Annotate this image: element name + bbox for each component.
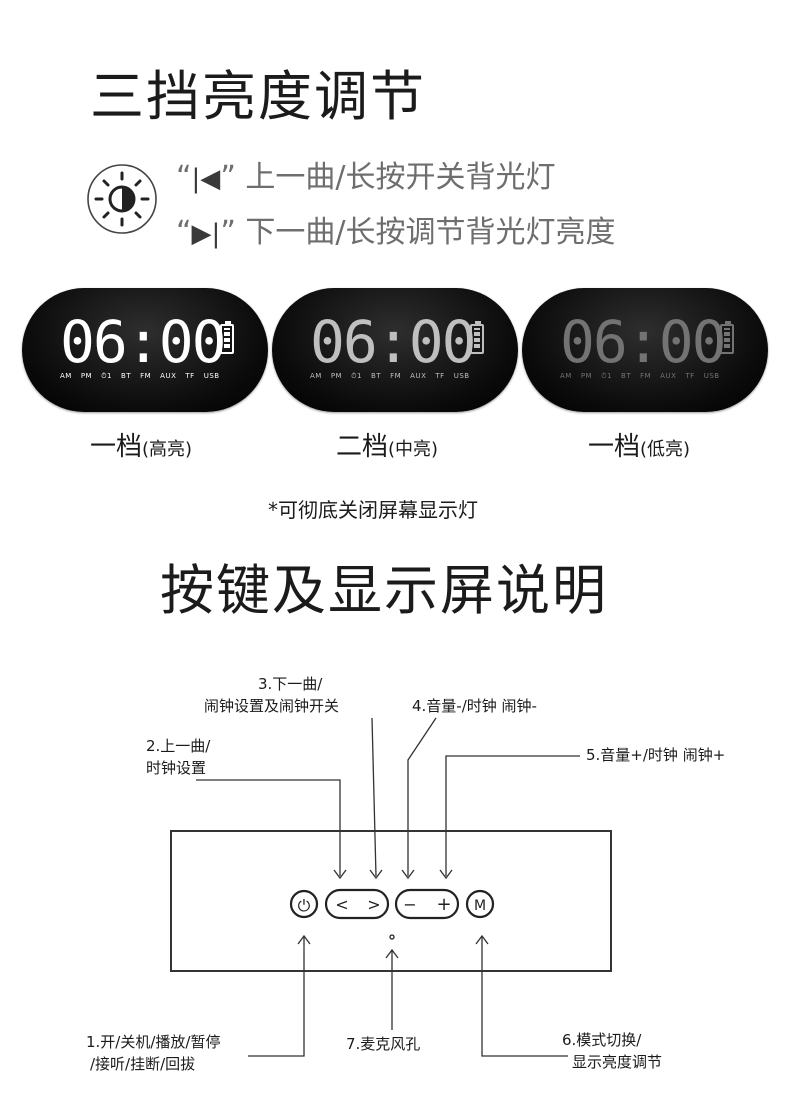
indicator-label: BT [621, 372, 632, 380]
display-high: 06:00 AM PM ⏱1 BT FM AUX TF USB [22, 288, 268, 412]
label-prev-1: 2.上一曲/ [146, 737, 211, 755]
mode-button [465, 889, 495, 919]
buttons-title: 按键及显示屏说明 [160, 559, 608, 622]
close-quote: ” [220, 215, 236, 250]
caption-sub: (高亮) [142, 439, 193, 460]
indicator-label: TF [685, 372, 695, 380]
display-medium: 06:00 AM PM ⏱1 BT FM AUX TF USB [272, 288, 518, 412]
indicator-label: BT [371, 372, 382, 380]
caption-main: 一档 [90, 432, 143, 462]
prev-next-button [324, 888, 390, 920]
caption-sub: (低亮) [640, 439, 691, 460]
prev-icon: < [335, 895, 348, 914]
label-next-1: 3.下一曲/ [258, 675, 323, 693]
indicator-label: TF [185, 372, 195, 380]
next-track-icon: ▶| [191, 219, 221, 249]
power-icon: ⏻ [298, 896, 311, 915]
indicator-label: AM [60, 372, 72, 380]
indicator-label: USB [453, 372, 470, 380]
caption-low: 一档(低亮) [588, 426, 690, 463]
prev-track-text: 上一曲/长按开关背光灯 [245, 160, 556, 195]
prev-track-icon: |◀ [191, 164, 221, 194]
label-power-2: /接听/挂断/回拔 [90, 1055, 196, 1073]
key-row: ⏻ < > − + M [289, 888, 495, 940]
next-track-text: 下一曲/长按调节背光灯亮度 [245, 215, 616, 250]
next-track-description: “▶|” 下一曲/长按调节背光灯亮度 [176, 207, 616, 251]
indicator-label: AUX [160, 372, 177, 380]
indicator-label: AM [310, 372, 322, 380]
caption-sub: (中亮) [388, 439, 439, 460]
minus-icon: − [403, 895, 416, 914]
display-time: 06:00 [310, 308, 477, 376]
battery-icon [720, 321, 734, 354]
mode-icon: M [474, 898, 486, 914]
indicator-label: FM [390, 372, 402, 380]
indicator-label: BT [121, 372, 132, 380]
volume-button [394, 888, 460, 920]
label-vol-down: 4.音量-/时钟 闹钟- [412, 697, 537, 715]
label-vol-up: 5.音量+/时钟 闹钟+ [586, 746, 726, 764]
label-mode-2: 显示亮度调节 [572, 1053, 663, 1071]
battery-icon [220, 321, 234, 354]
indicator-label: USB [203, 372, 220, 380]
display-time: 06:00 [560, 308, 727, 376]
caption-main: 一档 [588, 432, 641, 462]
power-button [289, 889, 319, 919]
display-indicators: AM PM ⏱1 BT FM AUX TF USB [560, 372, 729, 381]
open-quote: “ [176, 160, 192, 195]
display-indicators: AM PM ⏱1 BT FM AUX TF USB [310, 372, 479, 381]
label-power-1: 1.开/关机/播放/暂停 [86, 1033, 221, 1051]
indicator-label: FM [140, 372, 152, 380]
next-icon: > [367, 895, 380, 914]
indicator-label: ⏱1 [101, 372, 113, 380]
indicator-label: ⏱1 [351, 372, 363, 380]
display-off-note: *可彻底关闭屏幕显示灯 [268, 498, 478, 522]
prev-track-description: “|◀” 上一曲/长按开关背光灯 [176, 152, 556, 196]
indicator-label: AUX [660, 372, 677, 380]
display-indicators: AM PM ⏱1 BT FM AUX TF USB [60, 372, 229, 381]
caption-main: 二档 [336, 432, 389, 462]
open-quote: “ [176, 215, 192, 250]
caption-medium: 二档(中亮) [336, 426, 438, 463]
caption-high: 一档(高亮) [90, 426, 192, 463]
indicator-label: AM [560, 372, 572, 380]
speaker-panel [170, 830, 612, 972]
close-quote: ” [220, 160, 236, 195]
battery-icon [470, 321, 484, 354]
label-mic: 7.麦克风孔 [346, 1035, 421, 1053]
display-low: 06:00 AM PM ⏱1 BT FM AUX TF USB [522, 288, 768, 412]
brightness-title: 三挡亮度调节 [90, 65, 426, 128]
indicator-label: PM [80, 372, 93, 380]
label-next-2: 闹钟设置及闹钟开关 [204, 697, 340, 715]
indicator-label: PM [330, 372, 343, 380]
label-prev-2: 时钟设置 [146, 759, 207, 777]
indicator-label: AUX [410, 372, 427, 380]
indicator-label: USB [703, 372, 720, 380]
indicator-label: ⏱1 [601, 372, 613, 380]
plus-icon: + [436, 894, 451, 915]
indicator-label: FM [640, 372, 652, 380]
display-time: 06:00 [60, 308, 227, 376]
indicator-label: PM [580, 372, 593, 380]
label-mode-1: 6.模式切换/ [562, 1031, 642, 1049]
indicator-label: TF [435, 372, 445, 380]
mic-hole [389, 934, 395, 940]
brightness-icon [87, 164, 157, 234]
